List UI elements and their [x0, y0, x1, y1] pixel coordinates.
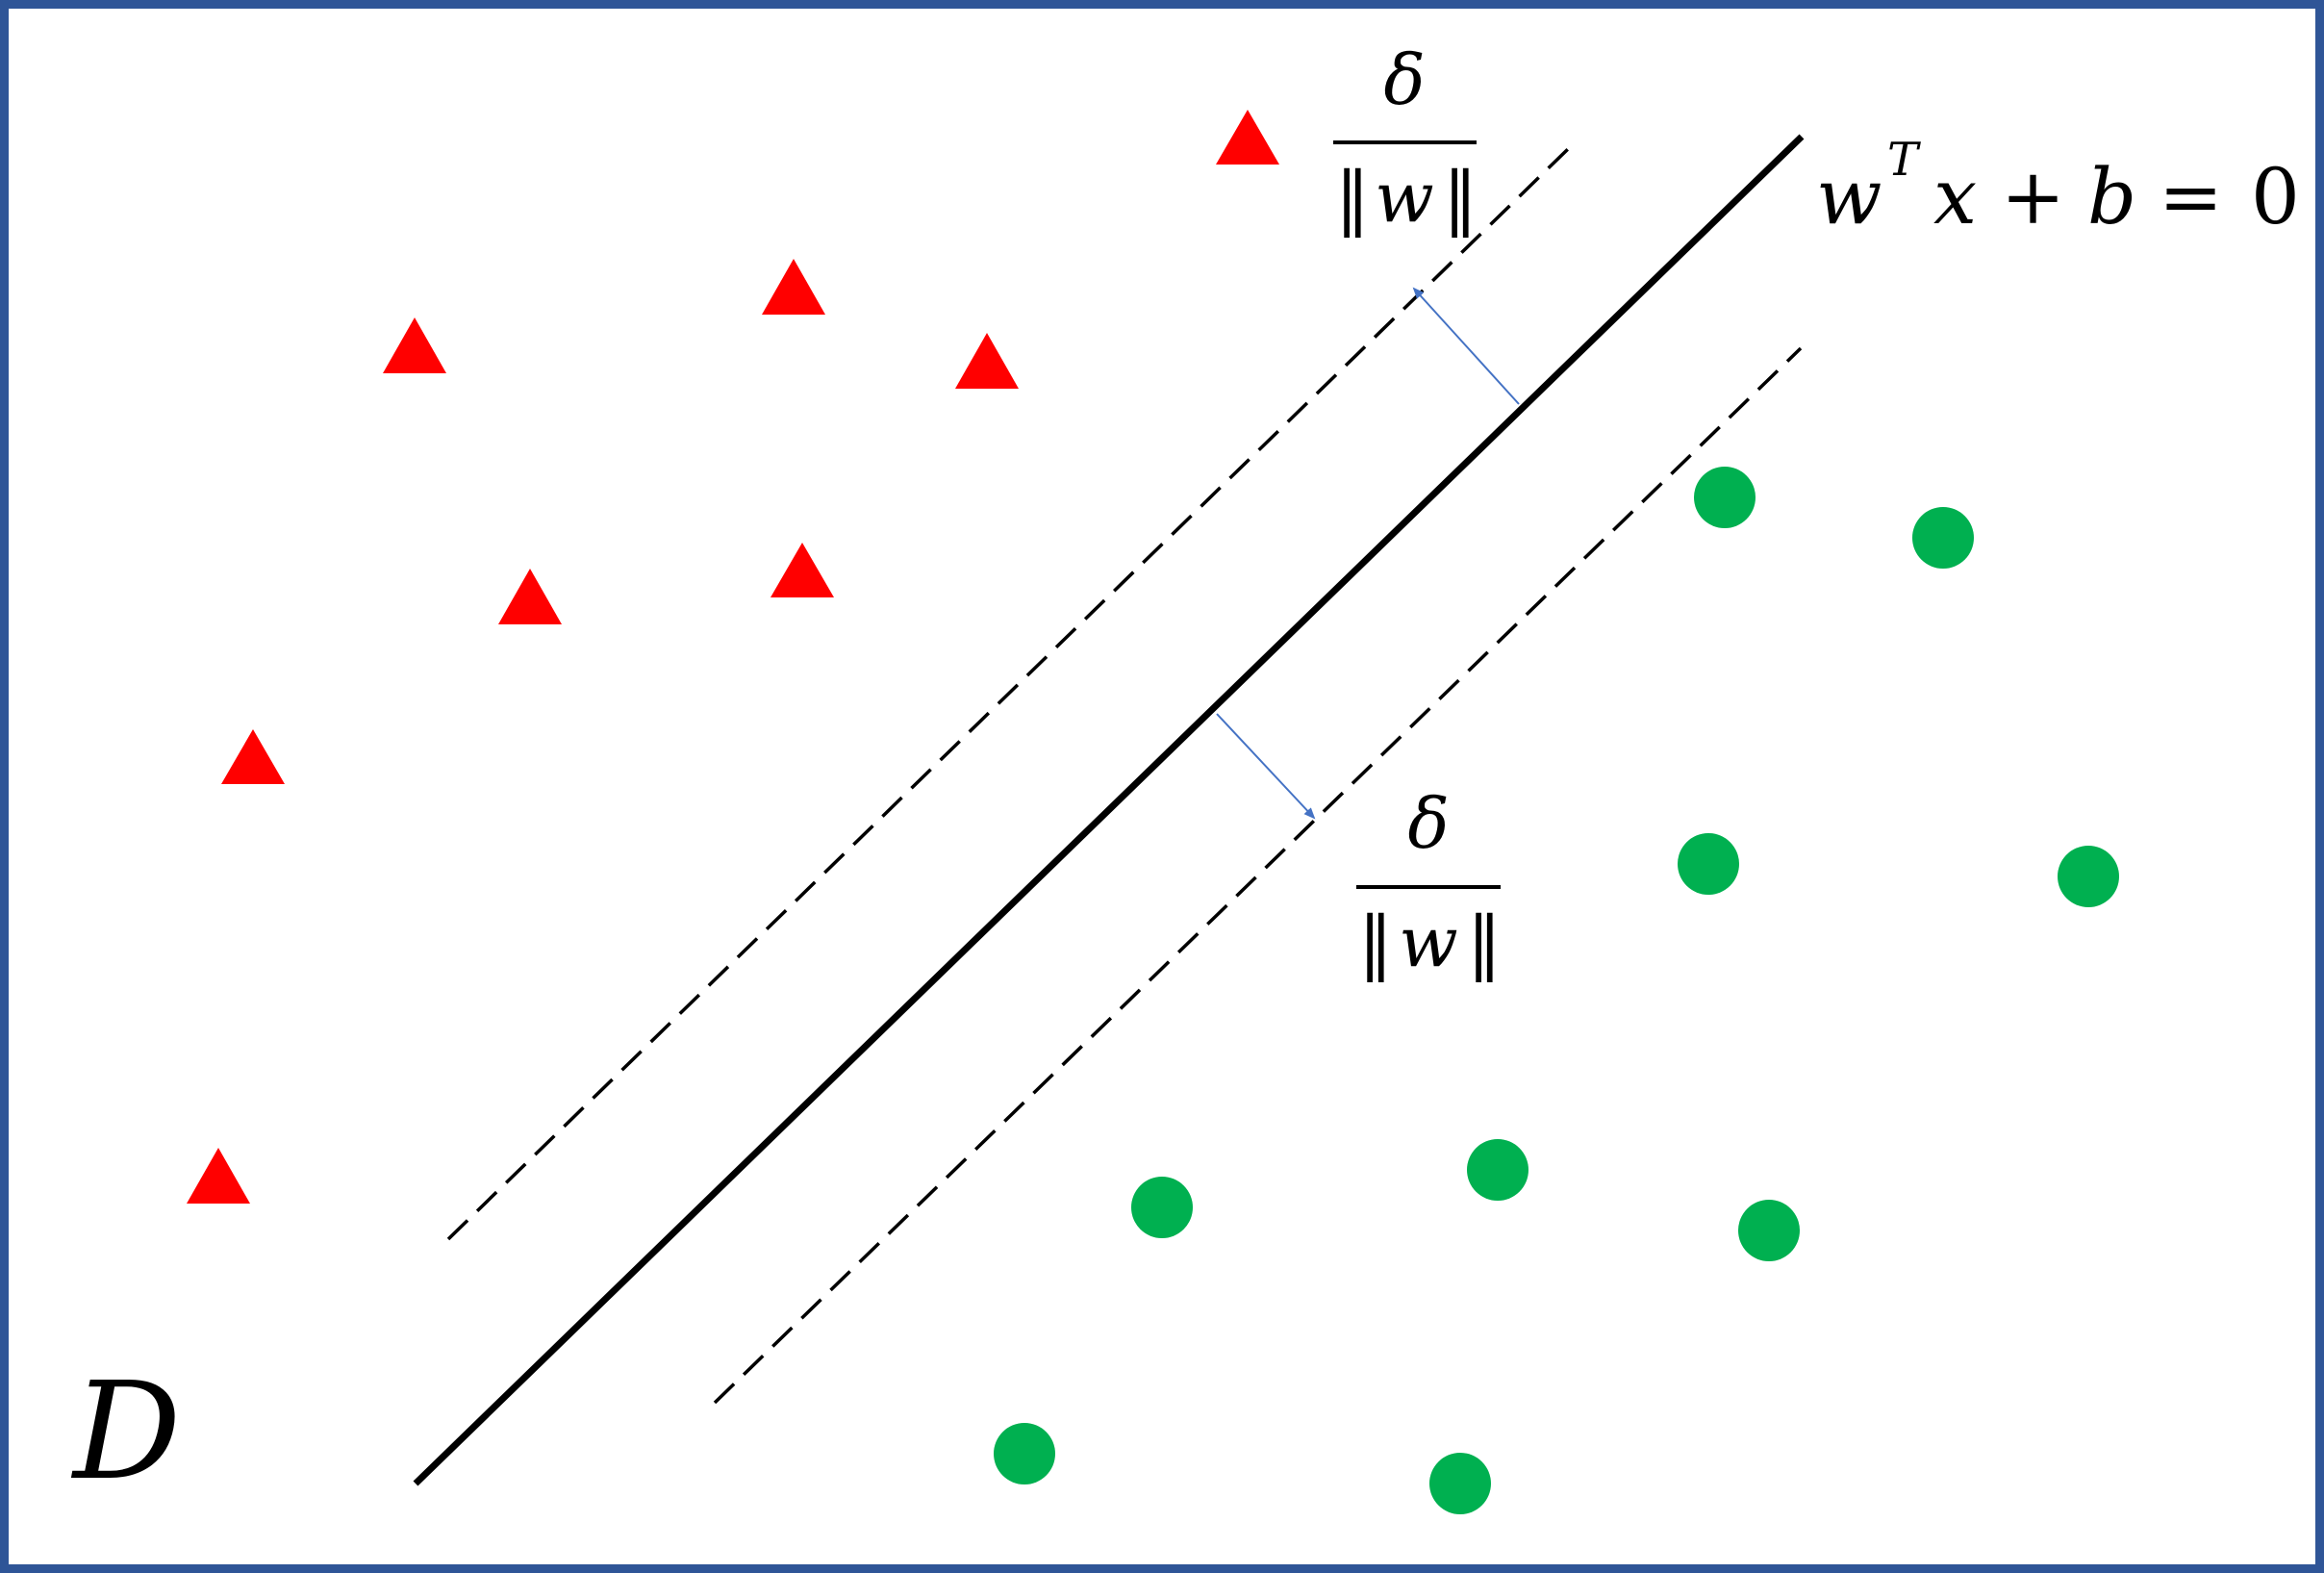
- upper-margin-arrow: [1412, 287, 1520, 405]
- decision-boundary-line: [413, 134, 1805, 1486]
- circle-point: [1912, 507, 1974, 569]
- triangle-point: [383, 317, 446, 373]
- dataset-label: D: [70, 1354, 181, 1510]
- lower-margin-line: [713, 346, 1803, 1405]
- class-b-points: [994, 467, 2119, 1514]
- lower-delta: δ: [1407, 783, 1449, 864]
- circle-point: [1429, 1453, 1491, 1514]
- upper-margin-line: [446, 147, 1570, 1241]
- upper-margin-label: δ ‖ w ‖: [1333, 39, 1478, 238]
- triangle-point: [221, 729, 285, 784]
- triangle-point: [762, 259, 825, 315]
- eq-equals: =: [2159, 152, 2223, 241]
- upper-delta: δ: [1383, 39, 1425, 120]
- triangle-point: [1216, 110, 1279, 165]
- circle-point: [1694, 467, 1756, 528]
- triangle-point: [187, 1148, 250, 1204]
- lower-margin-arrow: [1216, 713, 1316, 820]
- eq-x: x: [1933, 152, 1977, 241]
- eq-plus: +: [2001, 152, 2065, 241]
- circle-point: [1678, 833, 1739, 895]
- eq-b: b: [2087, 152, 2136, 241]
- upper-norm-left: ‖: [1335, 157, 1370, 238]
- circle-point: [1131, 1177, 1193, 1238]
- eq-zero: 0: [2251, 152, 2300, 241]
- triangle-point: [498, 569, 562, 624]
- lower-norm-w: w: [1399, 901, 1458, 982]
- lower-norm-right: ‖: [1467, 901, 1502, 982]
- circle-point: [1467, 1139, 1528, 1201]
- class-a-points: [187, 110, 1279, 1204]
- triangle-point: [955, 333, 1019, 389]
- lower-margin-label: δ ‖ w ‖: [1356, 783, 1502, 982]
- circle-point: [2058, 846, 2119, 907]
- triangle-point: [770, 543, 834, 597]
- circle-point: [994, 1423, 1055, 1484]
- eq-w: w: [1816, 152, 1882, 241]
- eq-transpose: T: [1887, 133, 1921, 187]
- lower-norm-left: ‖: [1358, 901, 1393, 982]
- upper-norm-right: ‖: [1443, 157, 1478, 238]
- circle-point: [1738, 1200, 1800, 1261]
- hyperplane-equation: w T x + b = 0: [1816, 133, 2300, 241]
- upper-norm-w: w: [1375, 157, 1434, 238]
